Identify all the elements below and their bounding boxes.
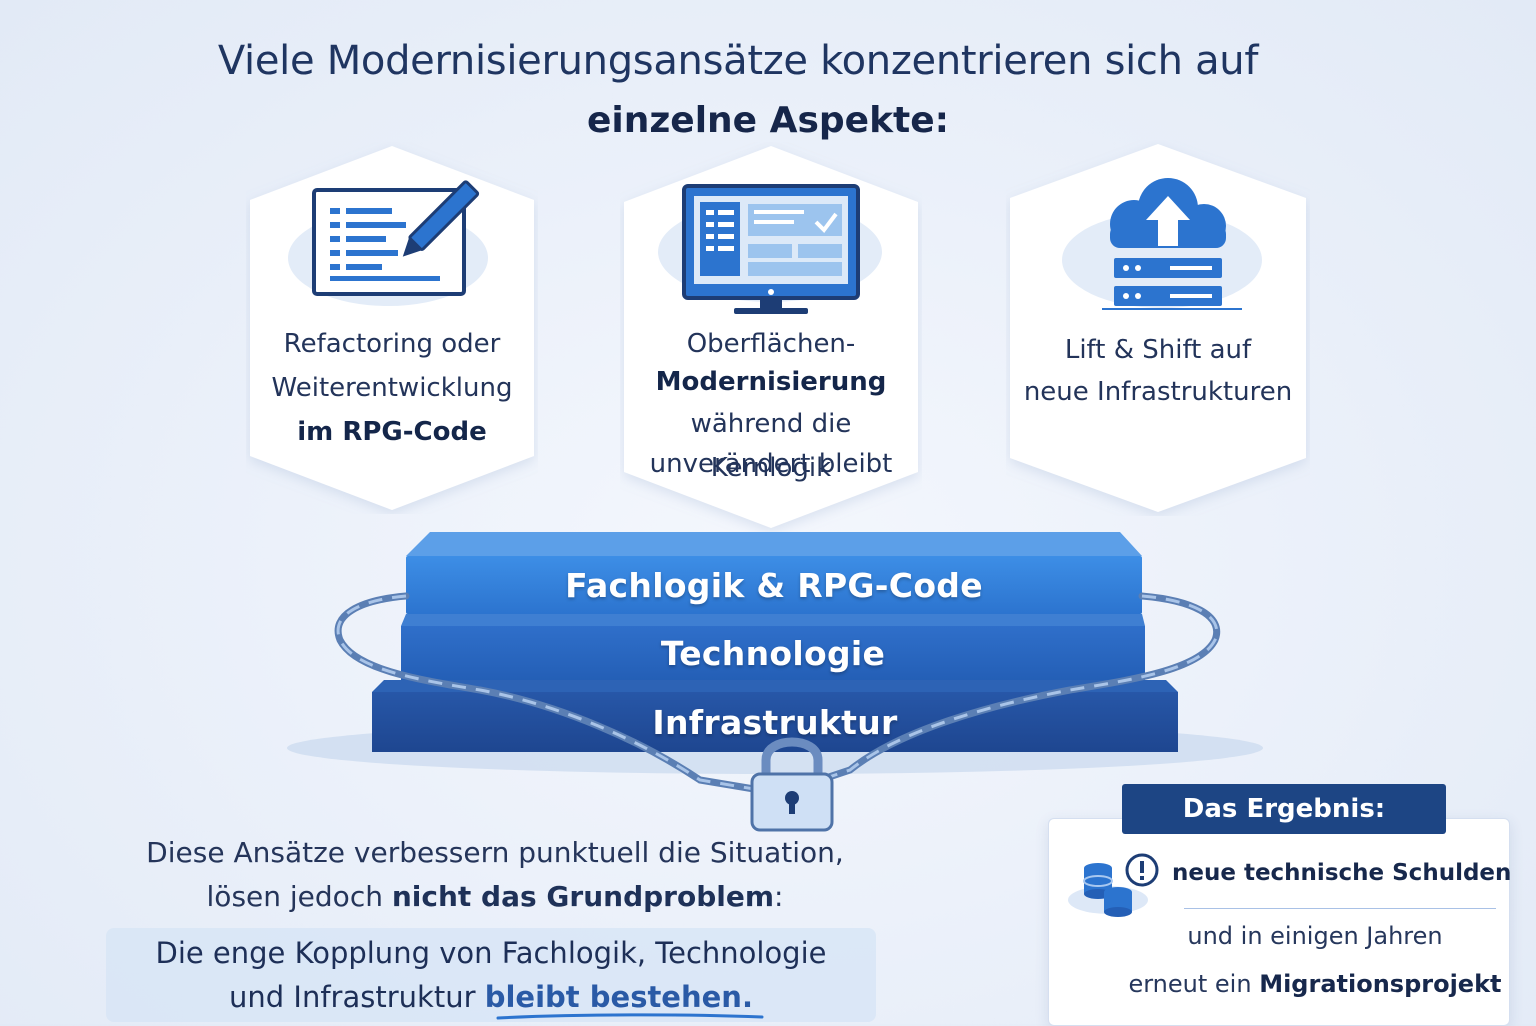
conclusion-line2: lösen jedoch nicht das Grundproblem: [206, 880, 784, 913]
headline-line1: Viele Modernisierungsansätze konzentrier… [217, 38, 1259, 84]
cloud-server-icon [1062, 178, 1262, 310]
approach-card-ui-modernization: Oberflächen- Modernisierung während die … [620, 142, 922, 532]
result-item-years: und in einigen Jahren [1187, 922, 1443, 950]
callout-line2: und Infrastruktur bleibt bestehen. [229, 980, 753, 1014]
approach-2-line1: Oberflächen- [686, 329, 856, 359]
result-item-tech-debt: neue technische Schulden [1172, 860, 1512, 886]
underline-swoosh [496, 1013, 764, 1020]
callout-emphasis: bleibt bestehen. [484, 980, 753, 1014]
approach-card-lift-shift: Lift & Shift auf neue Infrastrukturen [1006, 140, 1310, 516]
database-warning-icon [1068, 853, 1159, 917]
result-item-migration: erneut ein Migrationsprojekt [1128, 970, 1502, 998]
stack-layer-technology: Technologie [401, 626, 1145, 680]
headline-line2: einzelne Aspekte: [586, 100, 950, 141]
result-divider [1184, 908, 1496, 909]
result-header: Das Ergebnis: [1122, 784, 1446, 834]
result-box [1048, 818, 1510, 1026]
approach-1-line3: im RPG-Code [297, 417, 487, 447]
approach-1-line1: Refactoring oder [283, 329, 501, 359]
callout-line1: Die enge Kopplung von Fachlogik, Technol… [155, 936, 827, 970]
conclusion-line1: Diese Ansätze verbessern punktuell die S… [146, 836, 844, 869]
approach-1-line2: Weiterentwicklung [271, 373, 513, 403]
approach-2-line3: während die Kernlogik [690, 409, 852, 483]
approach-2-line2: Modernisierung [655, 367, 887, 397]
approach-card-refactoring: Refactoring oder Weiterentwicklung im RP… [246, 142, 538, 514]
monitor-ui-icon [658, 184, 882, 314]
approach-3-line1: Lift & Shift auf [1064, 335, 1252, 365]
approach-2-line4: unverändert bleibt [649, 449, 893, 479]
coupling-callout: Die enge Kopplung von Fachlogik, Technol… [106, 928, 876, 1022]
approach-3-line2: neue Infrastrukturen [1023, 377, 1293, 407]
code-edit-icon [288, 180, 488, 306]
conclusion-emphasis: nicht das Grundproblem [391, 880, 775, 913]
stack-layer-business-logic: Fachlogik & RPG-Code [406, 556, 1142, 614]
result-migration-emphasis: Migrationsprojekt [1259, 970, 1502, 998]
